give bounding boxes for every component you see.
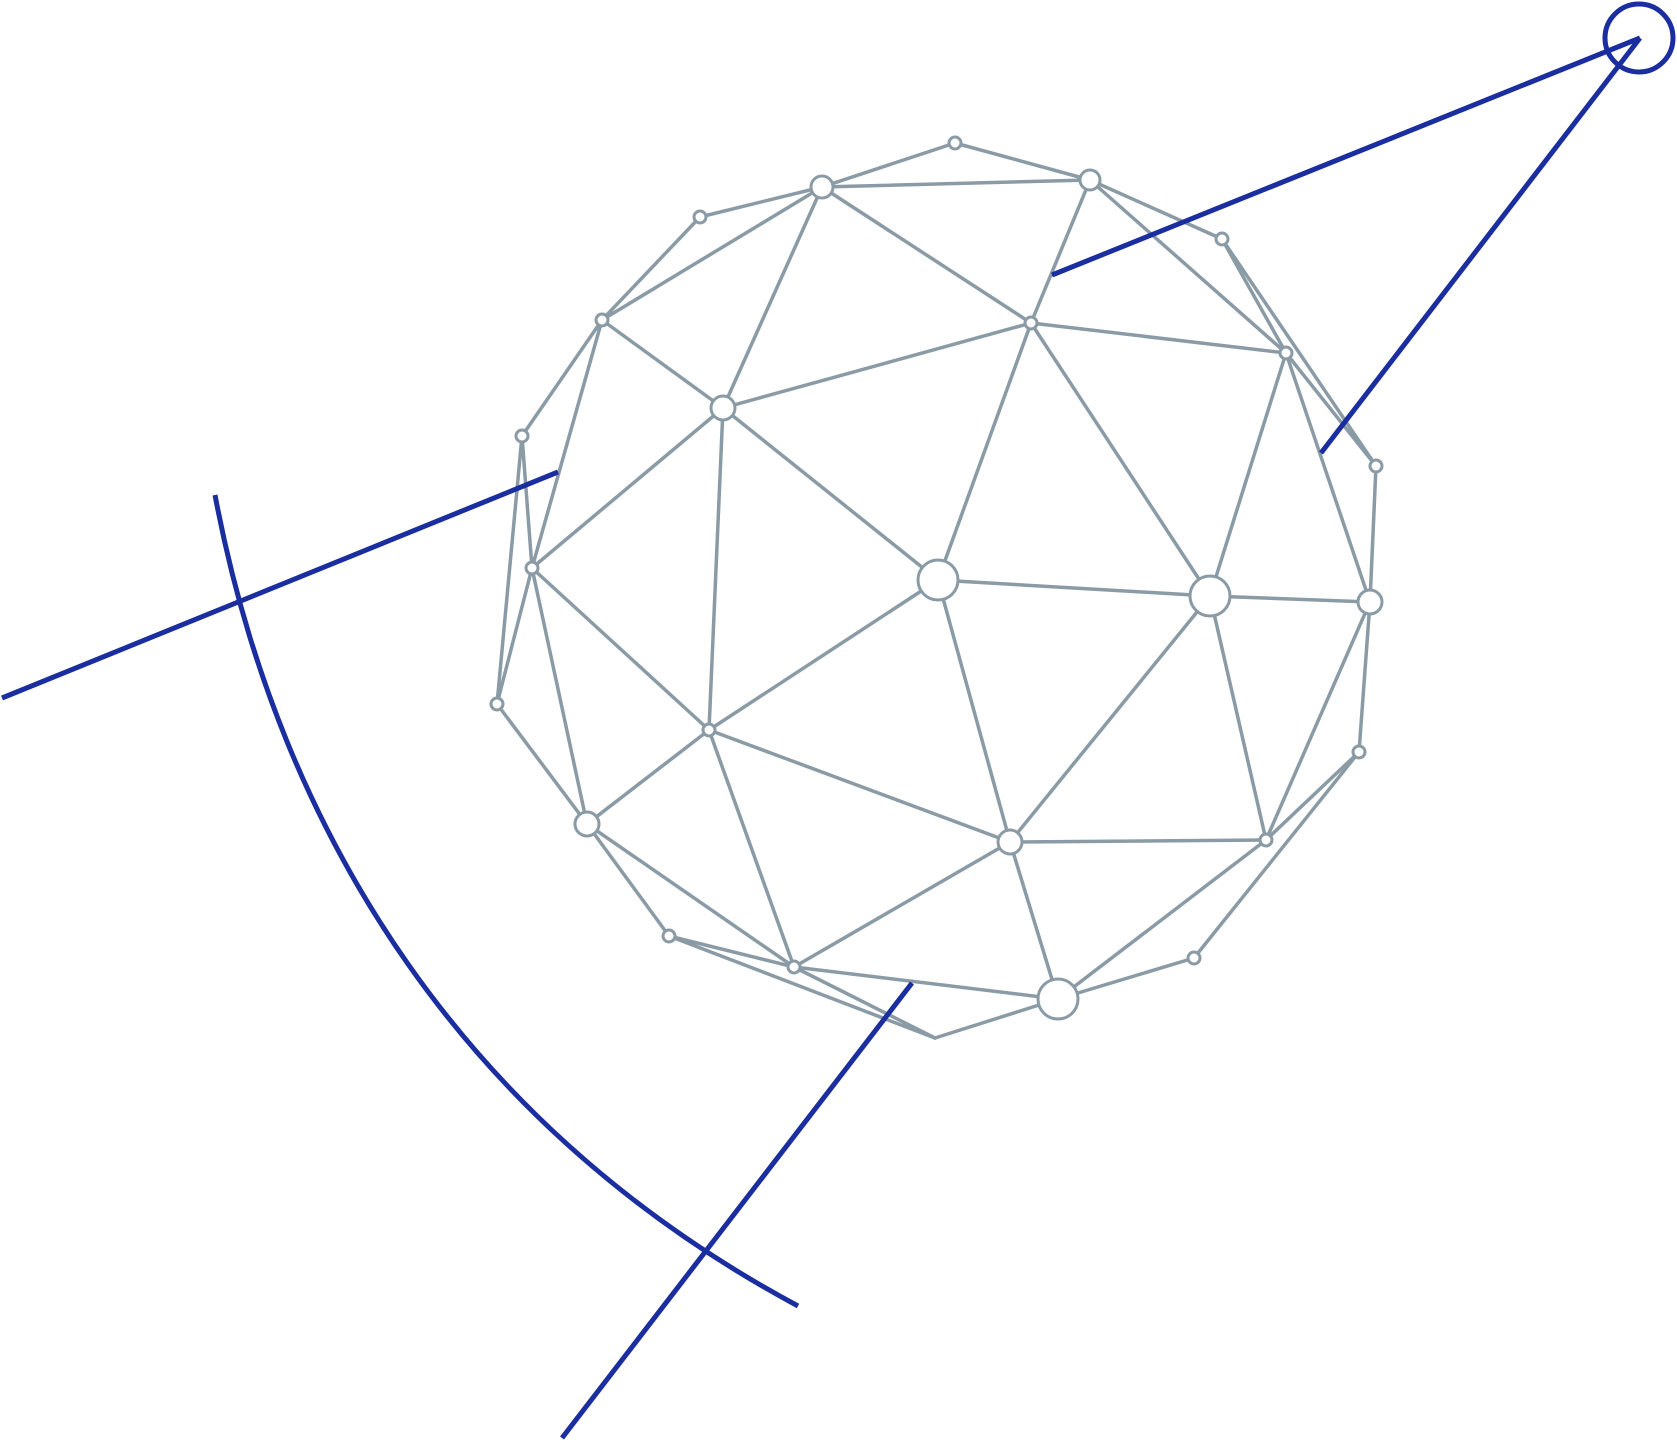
mesh-node (916, 558, 960, 602)
mesh-node (947, 135, 963, 151)
mesh-edge (1368, 464, 1378, 604)
mesh-edge (1284, 351, 1372, 604)
mesh-edge (953, 141, 1092, 182)
mesh-edge (530, 566, 589, 826)
mesh-node (1278, 345, 1294, 361)
mesh-edge (707, 728, 1012, 844)
mesh-edge (530, 406, 725, 570)
orbit-arc-icon (212, 494, 800, 1309)
mesh-edge (1088, 178, 1224, 241)
mesh-edge (1056, 956, 1196, 1001)
mesh-edge (1192, 750, 1361, 960)
mesh-node (1368, 458, 1384, 474)
mesh-edge (585, 728, 711, 826)
mesh-node (489, 696, 505, 712)
mesh-edge (707, 578, 940, 732)
mesh-node (594, 312, 610, 328)
bottom-pointer-line (560, 981, 914, 1440)
mesh-edge (1264, 600, 1372, 842)
mesh-edge (495, 434, 524, 706)
mesh-node (692, 209, 708, 225)
mesh-edge (933, 997, 1060, 1040)
mesh-edge (707, 728, 796, 969)
mesh-edge (721, 406, 940, 582)
mesh-node (1188, 574, 1232, 618)
mesh-edge (936, 321, 1033, 582)
mesh-edge (585, 822, 796, 969)
mesh-node (1351, 744, 1367, 760)
mesh-edge (936, 578, 1212, 598)
mesh-edge (520, 318, 604, 438)
mesh-node (661, 928, 677, 944)
mesh-edge (495, 566, 534, 706)
mesh-node (573, 810, 601, 838)
mesh-node (786, 959, 802, 975)
upper-pointer-line (1051, 35, 1641, 278)
mesh-edge (1029, 178, 1092, 325)
mesh-edge (1208, 351, 1288, 598)
mesh-edge (1008, 840, 1060, 1001)
mesh-node (809, 174, 835, 200)
mesh-node (524, 560, 540, 576)
mesh-edge (721, 185, 824, 410)
mesh-edge (1056, 838, 1268, 1001)
mesh-edge (667, 934, 937, 1040)
mesh-edge (721, 321, 1033, 410)
mesh-edge (530, 566, 711, 732)
mesh-edge (585, 822, 671, 938)
mesh-edge (530, 318, 604, 570)
mesh-node (1078, 168, 1102, 192)
mesh-edge (820, 178, 1092, 189)
mesh-edge (1208, 594, 1268, 842)
left-pointer-line (1, 469, 559, 701)
mesh-edge (707, 406, 725, 732)
mesh-edge (1008, 594, 1212, 844)
mesh-node (1023, 315, 1039, 331)
mesh-edge (520, 434, 534, 570)
mesh-edge (1220, 237, 1288, 355)
mesh-edges (495, 141, 1378, 1040)
mesh-edge (1029, 321, 1212, 598)
mesh-node (1036, 977, 1080, 1021)
mesh-node (1214, 231, 1230, 247)
mesh-edge (1208, 594, 1372, 604)
mesh-edge (1008, 838, 1268, 844)
mesh-edge (698, 185, 824, 219)
mesh-edge (792, 965, 1060, 1001)
mesh-node (1356, 588, 1384, 616)
mesh-node (709, 394, 737, 422)
pointer-ring-icon (1602, 1, 1676, 75)
mesh-edge (820, 185, 1033, 325)
mesh-edge (1029, 321, 1288, 355)
mesh-edge (792, 840, 1012, 969)
mesh-edge (1357, 600, 1372, 754)
mesh-node (1186, 950, 1202, 966)
mesh-node (514, 428, 530, 444)
mesh-edge (792, 965, 937, 1040)
mesh-edge (820, 141, 957, 189)
mesh-edge (600, 318, 725, 410)
mesh-edge (1088, 178, 1288, 355)
mesh-edge (936, 578, 1012, 844)
mesh-edge (1220, 237, 1378, 468)
mesh-edge (1264, 750, 1361, 842)
mesh-edge (495, 702, 589, 826)
mesh-edge (600, 185, 824, 322)
mesh-node (701, 722, 717, 738)
mesh-edge (667, 934, 796, 969)
mesh-node (996, 828, 1024, 856)
mesh-nodes (489, 135, 1384, 1021)
right-pointer-line (1319, 36, 1642, 455)
mesh-edge (600, 215, 702, 322)
mesh-edge (1284, 351, 1378, 468)
mesh-node (1258, 832, 1274, 848)
